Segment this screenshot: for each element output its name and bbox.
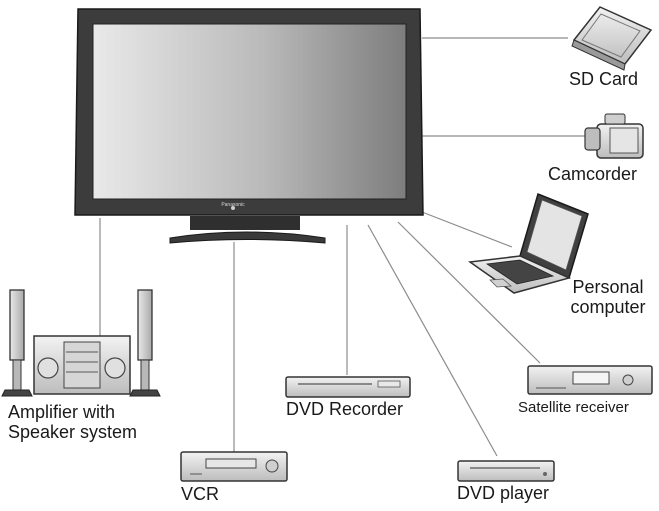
label-amplifier-line1: Amplifier with	[8, 402, 116, 422]
amplifier-speaker-icon	[1, 289, 161, 397]
camcorder-icon	[584, 113, 644, 159]
sd-card-icon	[571, 6, 653, 71]
label-personal-computer-line2: computer	[570, 296, 646, 317]
label-vcr: VCR	[181, 484, 220, 504]
label-sd-card: SD Card	[569, 69, 639, 89]
satellite-receiver-icon	[527, 365, 653, 395]
label-amplifier: Amplifier with Speaker system	[8, 402, 138, 443]
label-dvd-recorder: DVD Recorder	[286, 399, 404, 419]
label-personal-computer-line1: Personal	[572, 277, 644, 297]
label-amplifier-line2: Speaker system	[8, 421, 138, 442]
connection-lines	[99, 37, 590, 457]
label-satellite-receiver: Satellite receiver	[518, 399, 629, 416]
dvd-recorder-icon	[285, 376, 411, 398]
tv-icon	[74, 8, 424, 244]
line-dvd-player	[367, 224, 498, 457]
dvd-player-icon	[457, 460, 555, 482]
line-satellite-receiver	[397, 221, 541, 364]
label-personal-computer: Personal computer	[562, 277, 654, 318]
vcr-icon	[180, 451, 288, 482]
line-personal-computer	[421, 211, 513, 248]
label-dvd-player: DVD player	[457, 483, 550, 503]
laptop-icon	[467, 192, 589, 294]
label-camcorder: Camcorder	[548, 164, 638, 184]
tv-brand-label: Panasonic	[221, 202, 245, 208]
